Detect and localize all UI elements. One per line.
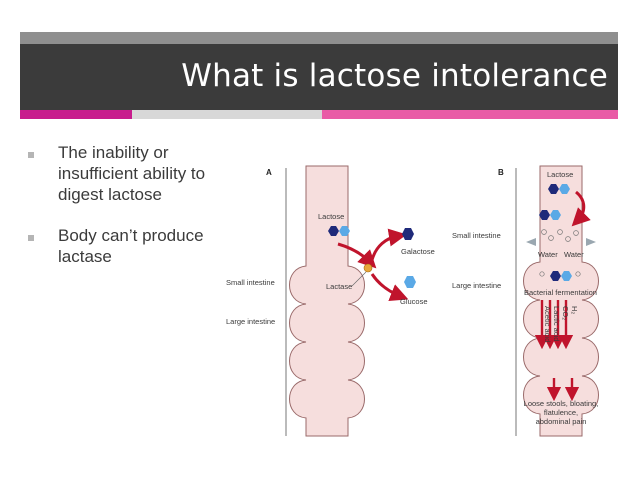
galactose-hexagon-icon — [550, 271, 561, 281]
lactase-enzyme-icon — [363, 263, 373, 273]
panel-b: B Lactose Small intestine Water Water La… — [452, 165, 599, 437]
glucose-label: Glucose — [400, 297, 428, 306]
title-band: What is lactose intolerance — [20, 44, 618, 110]
panel-a-digestion-arrow — [337, 242, 377, 269]
accent-bar-left — [20, 110, 132, 119]
water-left-label: Water — [538, 250, 558, 259]
glucose-hexagon-icon — [559, 184, 570, 194]
symptoms-label-line1: Loose stools, bloating, — [524, 399, 599, 408]
panel-a-large-intestine-label: Large intestine — [226, 317, 275, 326]
lactase-pointer-line — [351, 271, 367, 287]
bullet-item: Body can’t produce lactase — [28, 225, 208, 267]
water-molecule-icon — [541, 229, 547, 235]
panel-a-lactase-label: Lactase — [326, 282, 352, 291]
water-molecule-icon — [557, 229, 563, 235]
symptoms-label-line3: abdominal pain — [536, 417, 587, 426]
water-molecule-icon — [573, 230, 579, 236]
accent-bar-middle — [132, 110, 322, 119]
lactic-acid-label: Lactic acid — [552, 306, 561, 341]
panel-a: A Small intestine Large intestine Lactos… — [226, 165, 435, 437]
water-molecule-icon — [548, 235, 554, 241]
panel-a-lactose-label: Lactose — [318, 212, 344, 221]
accent-bar-right — [322, 110, 618, 119]
panel-b-small-intestine-label: Small intestine — [452, 231, 501, 240]
glucose-hexagon-icon — [339, 226, 350, 236]
galactose-hexagon-icon — [402, 228, 414, 240]
galactose-hexagon-icon — [548, 184, 559, 194]
bacterial-fermentation-label: Bacterial fermentation — [524, 288, 597, 297]
bullet-item: The inability or insufficient ability to… — [28, 142, 208, 205]
water-molecule-icon — [575, 271, 581, 277]
top-strip — [20, 32, 618, 44]
bullet-text: The inability or insufficient ability to… — [58, 143, 206, 204]
panel-b-transit-arrow — [571, 190, 591, 227]
water-influx-right-arrow-icon — [586, 238, 596, 246]
water-molecule-icon — [539, 271, 545, 277]
water-influx-left-arrow-icon — [526, 238, 536, 246]
panel-a-intestine — [289, 165, 365, 437]
panel-b-lactose-label: Lactose — [547, 170, 573, 179]
acetic-acid-label: Acetic acid — [543, 306, 552, 342]
galactose-hexagon-icon — [539, 210, 550, 220]
galactose-hexagon-icon — [328, 226, 339, 236]
lactose-intolerance-diagram: A Small intestine Large intestine Lactos… — [226, 165, 599, 437]
bullet-marker-icon — [28, 152, 34, 158]
panel-a-letter: A — [266, 168, 272, 177]
water-right-label: Water — [564, 250, 584, 259]
glucose-hexagon-icon — [550, 210, 561, 220]
galactose-label: Galactose — [401, 247, 435, 256]
bullet-marker-icon — [28, 235, 34, 241]
panel-b-letter: B — [498, 168, 504, 177]
gas-co2-label: CO₂ — [561, 306, 570, 320]
slide-title: What is lactose intolerance — [181, 58, 608, 94]
panel-b-intestine — [523, 165, 599, 437]
galactose-absorption-arrow — [370, 228, 407, 261]
bullet-list: The inability or insufficient ability to… — [28, 142, 208, 287]
gas-h2-label: H₂ — [570, 306, 579, 314]
glucose-hexagon-icon — [404, 276, 416, 288]
panel-b-large-intestine-label: Large intestine — [452, 281, 501, 290]
panel-a-small-intestine-label: Small intestine — [226, 278, 275, 287]
symptoms-label-line2: flatulence, — [544, 408, 578, 417]
glucose-hexagon-icon — [561, 271, 572, 281]
water-molecule-icon — [565, 236, 571, 242]
bullet-text: Body can’t produce lactase — [58, 226, 204, 266]
glucose-absorption-arrow — [370, 273, 409, 302]
